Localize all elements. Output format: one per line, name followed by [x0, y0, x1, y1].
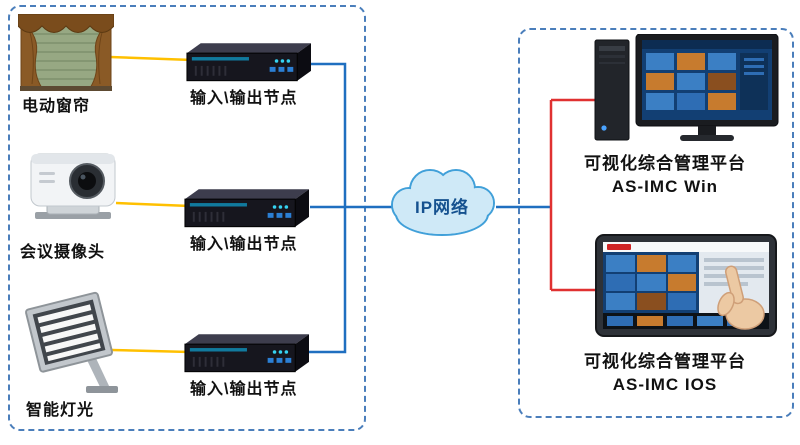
camera-node-link	[115, 201, 191, 208]
node1-bus-link	[308, 62, 347, 207]
platform-ios-label: 可视化综合管理平台 AS-IMC IOS	[545, 350, 785, 396]
platform-win-label: 可视化综合管理平台 AS-IMC Win	[545, 152, 785, 198]
io-node-1-icon	[183, 40, 311, 82]
io-node-2-label: 输入\输出节点	[190, 236, 298, 253]
platform-win-model: AS-IMC Win	[611, 177, 719, 196]
platform-win-title: 可视化综合管理平台	[584, 154, 746, 173]
touch-hand	[717, 265, 765, 330]
conference-camera-label: 会议摄像头	[20, 244, 106, 261]
platform-ios-model: AS-IMC IOS	[612, 375, 718, 394]
io-node-2-icon	[181, 186, 309, 228]
left-group-border	[8, 5, 366, 431]
io-node-3-label: 输入\输出节点	[190, 381, 298, 398]
electric-curtain-icon	[17, 13, 115, 92]
conference-camera-icon	[25, 148, 121, 222]
node3-bus-link	[308, 207, 347, 354]
curtain-node-link	[109, 55, 193, 62]
right-group-border	[518, 28, 794, 418]
platform-ios-title: 可视化综合管理平台	[584, 352, 746, 371]
ip-network-label: IP网络	[415, 197, 469, 217]
management-tablet-icon	[595, 234, 781, 344]
io-node-1-label: 输入\输出节点	[190, 90, 298, 107]
smart-light-icon	[22, 290, 122, 396]
smart-light-label: 智能灯光	[26, 402, 95, 419]
management-pc-icon	[594, 33, 780, 148]
ip-network-cloud: IP网络	[385, 165, 500, 243]
electric-curtain-label: 电动窗帘	[22, 98, 91, 115]
io-node-3-icon	[181, 331, 309, 373]
light-node-link	[111, 348, 191, 354]
